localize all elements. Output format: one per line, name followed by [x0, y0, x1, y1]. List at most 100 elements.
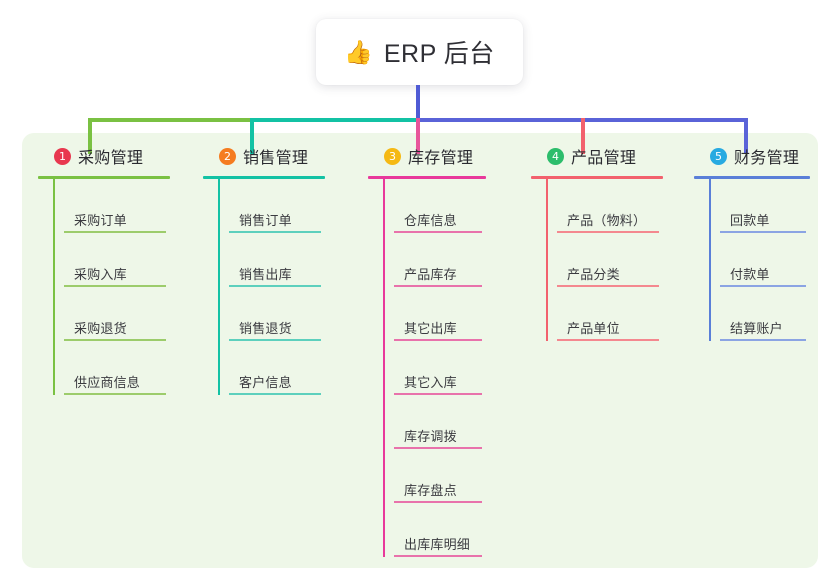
leaf-node[interactable]: 其它出库 — [394, 287, 518, 341]
leaf-label: 销售订单 — [239, 213, 292, 228]
leaf-underline — [394, 393, 482, 395]
leaf-label: 销售出库 — [239, 267, 292, 282]
connector-drop-5 — [744, 118, 748, 154]
leaf-node[interactable]: 结算账户 — [720, 287, 839, 341]
leaf-label: 产品单位 — [567, 321, 620, 336]
leaf-underline — [229, 339, 321, 341]
leaf-underline — [394, 447, 482, 449]
branch-body: 产品（物料） 产品分类产品单位 — [531, 179, 681, 341]
branch-number-badge: 5 — [710, 147, 727, 165]
leaf-node[interactable]: 回款单 — [720, 179, 839, 233]
leaf-node[interactable]: 其它入库 — [394, 341, 518, 395]
branches-container — [22, 133, 818, 568]
leaf-underline — [557, 339, 659, 341]
leaf-underline — [64, 231, 166, 233]
leaf-node[interactable]: 采购入库 — [64, 233, 188, 287]
leaf-underline — [720, 231, 806, 233]
leaf-underline — [394, 339, 482, 341]
connector-drop-2 — [250, 118, 254, 154]
leaf-label: 其它入库 — [404, 375, 457, 390]
leaf-label: 采购入库 — [74, 267, 127, 282]
branch-body: 采购订单采购入库采购退货供应商信息 — [38, 179, 188, 395]
leaf-underline — [720, 285, 806, 287]
branch-title: 采购管理 — [78, 150, 144, 167]
branch-top-rule — [368, 176, 486, 179]
leaf-node[interactable]: 供应商信息 — [64, 341, 188, 395]
root-node-content: 👍 ERP 后台 — [344, 34, 495, 70]
leaf-node[interactable]: 销售出库 — [229, 233, 353, 287]
leaf-label: 出库库明细 — [404, 537, 471, 552]
leaf-underline — [229, 231, 321, 233]
branch-trunk-line — [218, 179, 220, 395]
branch-header-5[interactable]: 5 财务管理 — [694, 144, 839, 168]
leaf-underline — [229, 393, 321, 395]
leaf-underline — [64, 393, 166, 395]
thumbs-up-icon: 👍 — [344, 38, 373, 65]
leaf-node[interactable]: 出库库明细 — [394, 503, 518, 557]
leaf-node[interactable]: 仓库信息 — [394, 179, 518, 233]
leaf-node[interactable]: 库存调拨 — [394, 395, 518, 449]
branch-column-5[interactable]: 5 财务管理回款单付款单结算账户 — [694, 144, 839, 341]
branch-top-rule — [38, 176, 170, 179]
leaf-label: 产品分类 — [567, 267, 620, 282]
branch-body: 仓库信息产品库存其它出库其它入库库存调拨库存盘点出库库明细 — [368, 179, 518, 557]
leaf-node[interactable]: 销售退货 — [229, 287, 353, 341]
leaf-label: 回款单 — [730, 213, 770, 228]
branch-column-2[interactable]: 2 销售管理销售订单销售出库销售退货客户信息 — [203, 144, 353, 395]
branch-trunk-line — [383, 179, 385, 557]
branch-header-3[interactable]: 3 库存管理 — [368, 144, 518, 168]
leaf-node[interactable]: 采购退货 — [64, 287, 188, 341]
leaf-label: 供应商信息 — [74, 375, 141, 390]
connector-drop-4 — [581, 118, 585, 154]
branch-trunk-line — [709, 179, 711, 341]
leaf-label: 产品库存 — [404, 267, 457, 282]
branch-top-rule — [203, 176, 325, 179]
branch-number-badge: 2 — [219, 147, 236, 165]
leaf-underline — [394, 231, 482, 233]
leaf-node[interactable]: 产品（物料） — [557, 179, 681, 233]
branch-number-badge: 1 — [54, 147, 71, 165]
branch-header-1[interactable]: 1 采购管理 — [38, 144, 188, 168]
branch-title: 销售管理 — [243, 150, 309, 167]
branch-trunk-line — [53, 179, 55, 395]
connector-segment-1 — [88, 118, 254, 122]
leaf-label: 库存调拨 — [404, 429, 457, 444]
branch-header-2[interactable]: 2 销售管理 — [203, 144, 353, 168]
branch-title: 产品管理 — [571, 150, 637, 167]
leaf-label: 结算账户 — [730, 321, 783, 336]
leaf-underline — [394, 285, 482, 287]
branch-trunk-line — [546, 179, 548, 341]
branch-column-1[interactable]: 1 采购管理采购订单采购入库采购退货供应商信息 — [38, 144, 188, 395]
leaf-node[interactable]: 采购订单 — [64, 179, 188, 233]
branch-column-3[interactable]: 3 库存管理仓库信息产品库存其它出库其它入库库存调拨库存盘点出库库明细 — [368, 144, 518, 557]
leaf-label: 其它出库 — [404, 321, 457, 336]
leaf-label: 采购订单 — [74, 213, 127, 228]
leaf-node[interactable]: 销售订单 — [229, 179, 353, 233]
leaf-label: 库存盘点 — [404, 483, 457, 498]
leaf-underline — [557, 231, 659, 233]
branch-number-badge: 3 — [384, 147, 401, 165]
leaf-node[interactable]: 产品库存 — [394, 233, 518, 287]
leaf-underline — [394, 501, 482, 503]
leaf-node[interactable]: 库存盘点 — [394, 449, 518, 503]
leaf-underline — [394, 555, 482, 557]
branch-title: 库存管理 — [408, 150, 474, 167]
connector-drop-3 — [416, 118, 420, 154]
branch-top-rule — [531, 176, 663, 179]
leaf-node[interactable]: 产品单位 — [557, 287, 681, 341]
leaf-node[interactable]: 付款单 — [720, 233, 839, 287]
root-node[interactable]: 👍 ERP 后台 — [316, 19, 523, 85]
leaf-node[interactable]: 客户信息 — [229, 341, 353, 395]
leaf-label: 付款单 — [730, 267, 770, 282]
branch-top-rule — [694, 176, 810, 179]
leaf-label: 采购退货 — [74, 321, 127, 336]
connector-segment-2 — [250, 118, 420, 122]
leaf-label: 客户信息 — [239, 375, 292, 390]
leaf-label: 销售退货 — [239, 321, 292, 336]
root-stem-connector — [416, 85, 420, 122]
branch-body: 回款单付款单结算账户 — [694, 179, 839, 341]
leaf-node[interactable]: 产品分类 — [557, 233, 681, 287]
branch-title: 财务管理 — [734, 150, 800, 167]
